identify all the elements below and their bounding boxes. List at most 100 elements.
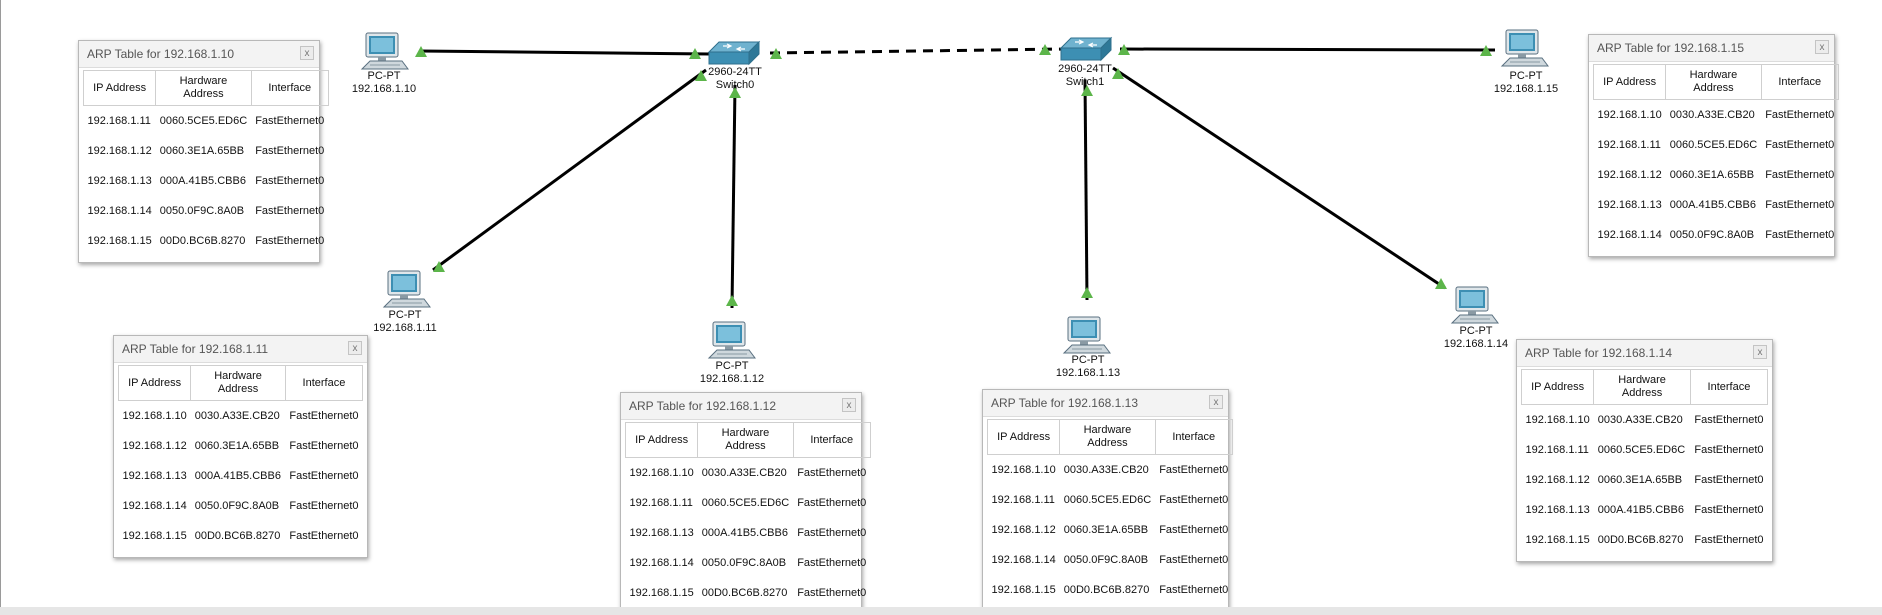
canvas-left-border [0, 0, 1, 615]
pc-icon[interactable] [1063, 316, 1111, 354]
mac-cell: 0060.3E1A.65BB [1063, 524, 1149, 536]
interface-cell: FastEthernet0 [797, 527, 867, 539]
arp-window-titlebar[interactable]: ARP Table for 192.168.1.11 x [114, 336, 367, 363]
pc-icon[interactable] [1501, 29, 1549, 67]
arp-table-window-13[interactable]: ARP Table for 192.168.1.13 x IP Address … [982, 389, 1233, 612]
link-switch0-pc12[interactable] [730, 84, 737, 309]
ip-cell: 192.168.1.12 [991, 524, 1056, 536]
close-icon[interactable]: x [842, 398, 856, 412]
pc-ip: 192.168.1.15 [1493, 83, 1559, 95]
mac-cell: 0060.5CE5.ED6C [1669, 139, 1758, 151]
interface-cell: FastEthernet0 [797, 497, 867, 509]
pc-ip: 192.168.1.11 [373, 322, 437, 334]
column-header-ip: IP Address [117, 365, 192, 401]
arp-table-window-12[interactable]: ARP Table for 192.168.1.12 x IP Address … [620, 392, 871, 615]
pc-icon[interactable] [361, 32, 409, 70]
column-header-interface: Interface [250, 70, 329, 106]
switch1-name: Switch1 [1065, 76, 1105, 88]
pc-type: PC-PT [1459, 325, 1493, 337]
link-switch1-pc13[interactable] [1083, 79, 1089, 301]
arp-table-window-10[interactable]: ARP Table for 192.168.1.10 x IP Address … [78, 40, 329, 263]
arp-window-title: ARP Table for 192.168.1.12 [629, 399, 776, 413]
switch-icon[interactable] [1060, 37, 1112, 61]
ip-cell: 192.168.1.13 [87, 175, 152, 187]
interface-cell: FastEthernet0 [1765, 109, 1835, 121]
ip-cell: 192.168.1.11 [1525, 444, 1589, 456]
interface-cell: FastEthernet0 [1694, 474, 1764, 486]
close-icon[interactable]: x [1209, 395, 1223, 409]
interface-cell: FastEthernet0 [797, 467, 867, 479]
link-switch0-pc11[interactable] [432, 68, 707, 272]
link-switch0-switch1[interactable] [769, 47, 1066, 55]
switch0-name: Switch0 [715, 79, 755, 91]
ip-cell: 192.168.1.10 [122, 410, 187, 422]
arp-window-titlebar[interactable]: ARP Table for 192.168.1.10 x [79, 41, 319, 68]
close-icon[interactable]: x [348, 341, 362, 355]
arp-window-titlebar[interactable]: ARP Table for 192.168.1.14 x [1517, 340, 1772, 367]
pc-type: PC-PT [715, 360, 749, 372]
pc14-label: PC-PT 192.168.1.14 [1436, 325, 1516, 351]
interface-cell: FastEthernet0 [289, 530, 359, 542]
close-icon[interactable]: x [300, 46, 314, 60]
interface-cell: FastEthernet0 [255, 235, 325, 247]
interface-cell: FastEthernet0 [255, 145, 325, 157]
arp-window-titlebar[interactable]: ARP Table for 192.168.1.12 x [621, 393, 861, 420]
pc-type: PC-PT [367, 70, 401, 82]
arp-window-titlebar[interactable]: ARP Table for 192.168.1.15 x [1589, 35, 1834, 62]
arp-table: IP Address Hardware Address Interface 19… [82, 70, 329, 256]
interface-cell: FastEthernet0 [1765, 139, 1835, 151]
close-icon[interactable]: x [1753, 345, 1767, 359]
horizontal-scrollbar[interactable] [0, 607, 1882, 615]
ip-cell: 192.168.1.14 [991, 554, 1056, 566]
mac-cell: 0060.5CE5.ED6C [1597, 444, 1686, 456]
arp-table-window-11[interactable]: ARP Table for 192.168.1.11 x IP Address … [113, 335, 368, 558]
interface-cell: FastEthernet0 [1765, 169, 1835, 181]
arp-table-window-14[interactable]: ARP Table for 192.168.1.14 x IP Address … [1516, 339, 1773, 562]
column-header-ip: IP Address [986, 419, 1061, 455]
mac-cell: 00D0.BC6B.8270 [194, 530, 281, 542]
pc-icon[interactable] [1451, 286, 1499, 324]
arp-table: IP Address Hardware Address Interface 19… [1520, 369, 1769, 555]
interface-cell: FastEthernet0 [255, 115, 325, 127]
arp-table-window-15[interactable]: ARP Table for 192.168.1.15 x IP Address … [1588, 34, 1839, 257]
link-pc10-switch0[interactable] [419, 49, 711, 56]
ip-cell: 192.168.1.14 [629, 557, 694, 569]
link-switch1-pc15[interactable] [1119, 47, 1496, 52]
close-icon[interactable]: x [1815, 40, 1829, 54]
interface-cell: FastEthernet0 [1694, 414, 1764, 426]
column-header-interface: Interface [284, 365, 364, 401]
column-header-ip: IP Address [624, 422, 699, 458]
pc-icon[interactable] [383, 270, 431, 308]
ip-cell: 192.168.1.11 [629, 497, 693, 509]
ip-cell: 192.168.1.10 [991, 464, 1056, 476]
column-header-hardware: Hardware Address [155, 70, 252, 106]
column-header-hardware: Hardware Address [1593, 369, 1691, 405]
mac-cell: 000A.41B5.CBB6 [1669, 199, 1756, 211]
link-switch1-pc14[interactable] [1112, 66, 1446, 290]
interface-cell: FastEthernet0 [289, 410, 359, 422]
pc-icon[interactable] [708, 321, 756, 359]
mac-cell: 0060.5CE5.ED6C [159, 115, 248, 127]
ip-cell: 192.168.1.14 [122, 500, 187, 512]
column-header-hardware: Hardware Address [190, 365, 286, 401]
interface-cell: FastEthernet0 [1694, 504, 1764, 516]
interface-cell: FastEthernet0 [1765, 229, 1835, 241]
arp-window-titlebar[interactable]: ARP Table for 192.168.1.13 x [983, 390, 1228, 417]
arp-window-title: ARP Table for 192.168.1.13 [991, 396, 1138, 410]
ip-cell: 192.168.1.10 [629, 467, 694, 479]
pc-ip: 192.168.1.12 [699, 373, 765, 385]
column-header-ip: IP Address [82, 70, 157, 106]
mac-cell: 00D0.BC6B.8270 [159, 235, 246, 247]
switch-icon[interactable] [708, 41, 760, 65]
